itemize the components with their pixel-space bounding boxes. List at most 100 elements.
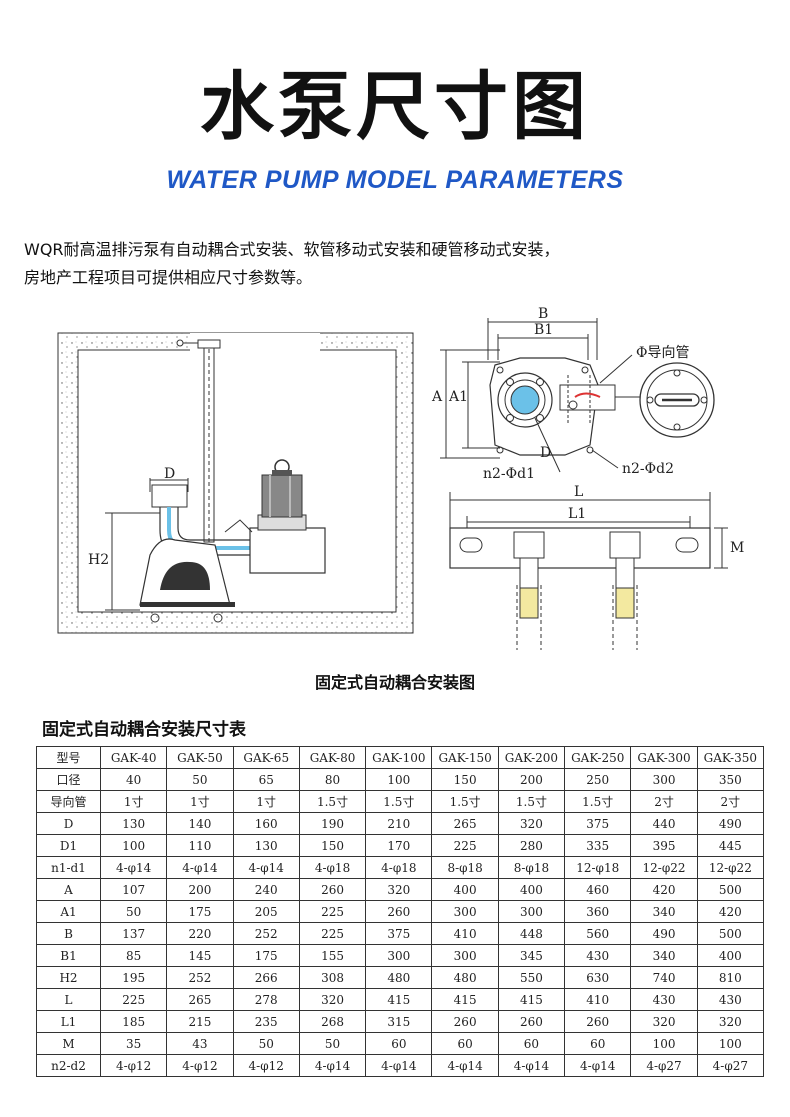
table-cell: GAK-250 [564,746,632,769]
table-cell: 50 [99,900,168,923]
table-cell: 4-φ14 [365,1054,433,1077]
table-cell: 375 [564,812,632,835]
table-cell: 448 [497,922,566,945]
table-cell: 85 [99,944,168,967]
label-m: M [730,540,744,556]
table-cell: 50 [298,1032,367,1055]
table-cell: 43 [166,1032,234,1055]
table-cell: 630 [564,966,632,989]
table-cell: 350 [696,768,765,791]
table-cell: 175 [232,944,300,967]
table-row-label: 导向管 [36,790,101,813]
table-cell: 140 [166,812,234,835]
table-cell: 410 [431,922,499,945]
table-cell: 1.5寸 [564,790,632,813]
table-cell: 375 [365,922,433,945]
table-cell: 4-φ14 [166,856,234,879]
table-cell: 415 [497,988,566,1011]
table-cell: 220 [166,922,234,945]
table-cell: 60 [497,1032,566,1055]
table-cell: 1.5寸 [365,790,433,813]
table-cell: 300 [431,944,499,967]
table-cell: 260 [298,878,367,901]
table-cell: 145 [166,944,234,967]
table-cell: 265 [166,988,234,1011]
drawing-caption: 固定式自动耦合安装图 [314,673,475,692]
installation-drawing: D H2 B B1 A A1 [57,306,744,650]
table-cell: 4-φ27 [630,1054,698,1077]
table-cell: 185 [99,1010,168,1033]
table-cell: 1寸 [232,790,300,813]
label-l: L [574,484,583,500]
table-cell: 50 [166,768,234,791]
table-cell: 266 [232,966,300,989]
table-cell: 320 [298,988,367,1011]
table-cell: 4-φ14 [497,1054,566,1077]
label-guide-pipe: Φ导向管 [636,345,689,361]
table-row-label: L [36,988,101,1011]
table-cell: 315 [365,1010,433,1033]
table-cell: GAK-80 [298,746,367,769]
table-cell: 265 [431,812,499,835]
table-cell: 50 [232,1032,300,1055]
table-cell: 225 [431,834,499,857]
table-row-label: B1 [36,944,101,967]
table-cell: 320 [696,1010,765,1033]
table-cell: 430 [564,944,632,967]
table-cell: 60 [431,1032,499,1055]
table-cell: 415 [365,988,433,1011]
intro-line-2: 房地产工程项目可提供相应尺寸参数等。 [24,268,313,287]
table-cell: 100 [365,768,433,791]
table-cell: 80 [298,768,367,791]
table-cell: 4-φ12 [166,1054,234,1077]
table-cell: 195 [99,966,168,989]
table-cell: 560 [564,922,632,945]
table-cell: 395 [630,834,698,857]
table-cell: 4-φ14 [431,1054,499,1077]
table-cell: 1.5寸 [431,790,499,813]
table-cell: 400 [696,944,765,967]
table-cell: 320 [365,878,433,901]
table-cell: 300 [431,900,499,923]
label-a: A [431,389,443,405]
table-cell: 100 [630,1032,698,1055]
table-cell: 1.5寸 [497,790,566,813]
table-cell: 205 [232,900,300,923]
table-cell: 260 [497,1010,566,1033]
table-cell: 308 [298,966,367,989]
table-cell: 1.5寸 [298,790,367,813]
table-cell: GAK-200 [497,746,566,769]
table-cell: 340 [630,900,698,923]
table-cell: 740 [630,966,698,989]
table-cell: GAK-300 [630,746,698,769]
table-cell: 460 [564,878,632,901]
table-cell: 4-φ14 [232,856,300,879]
table-row-label: D [36,812,101,835]
table-cell: 170 [365,834,433,857]
table-cell: 12-φ18 [564,856,632,879]
table-cell: 500 [696,922,765,945]
table-cell: 225 [99,988,168,1011]
table-cell: 107 [99,878,168,901]
table-cell: 12-φ22 [630,856,698,879]
table-cell: 4-φ14 [564,1054,632,1077]
table-cell: 4-φ12 [99,1054,168,1077]
table-row-label: B [36,922,101,945]
table-cell: 340 [630,944,698,967]
table-cell: 137 [99,922,168,945]
table-row-label: A1 [36,900,101,923]
table-cell: 810 [696,966,765,989]
table-cell: 415 [431,988,499,1011]
label-n2-d2: n2-Φd2 [622,461,674,477]
table-cell: 150 [431,768,499,791]
table-cell: 4-φ27 [696,1054,765,1077]
table-cell: 420 [696,900,765,923]
